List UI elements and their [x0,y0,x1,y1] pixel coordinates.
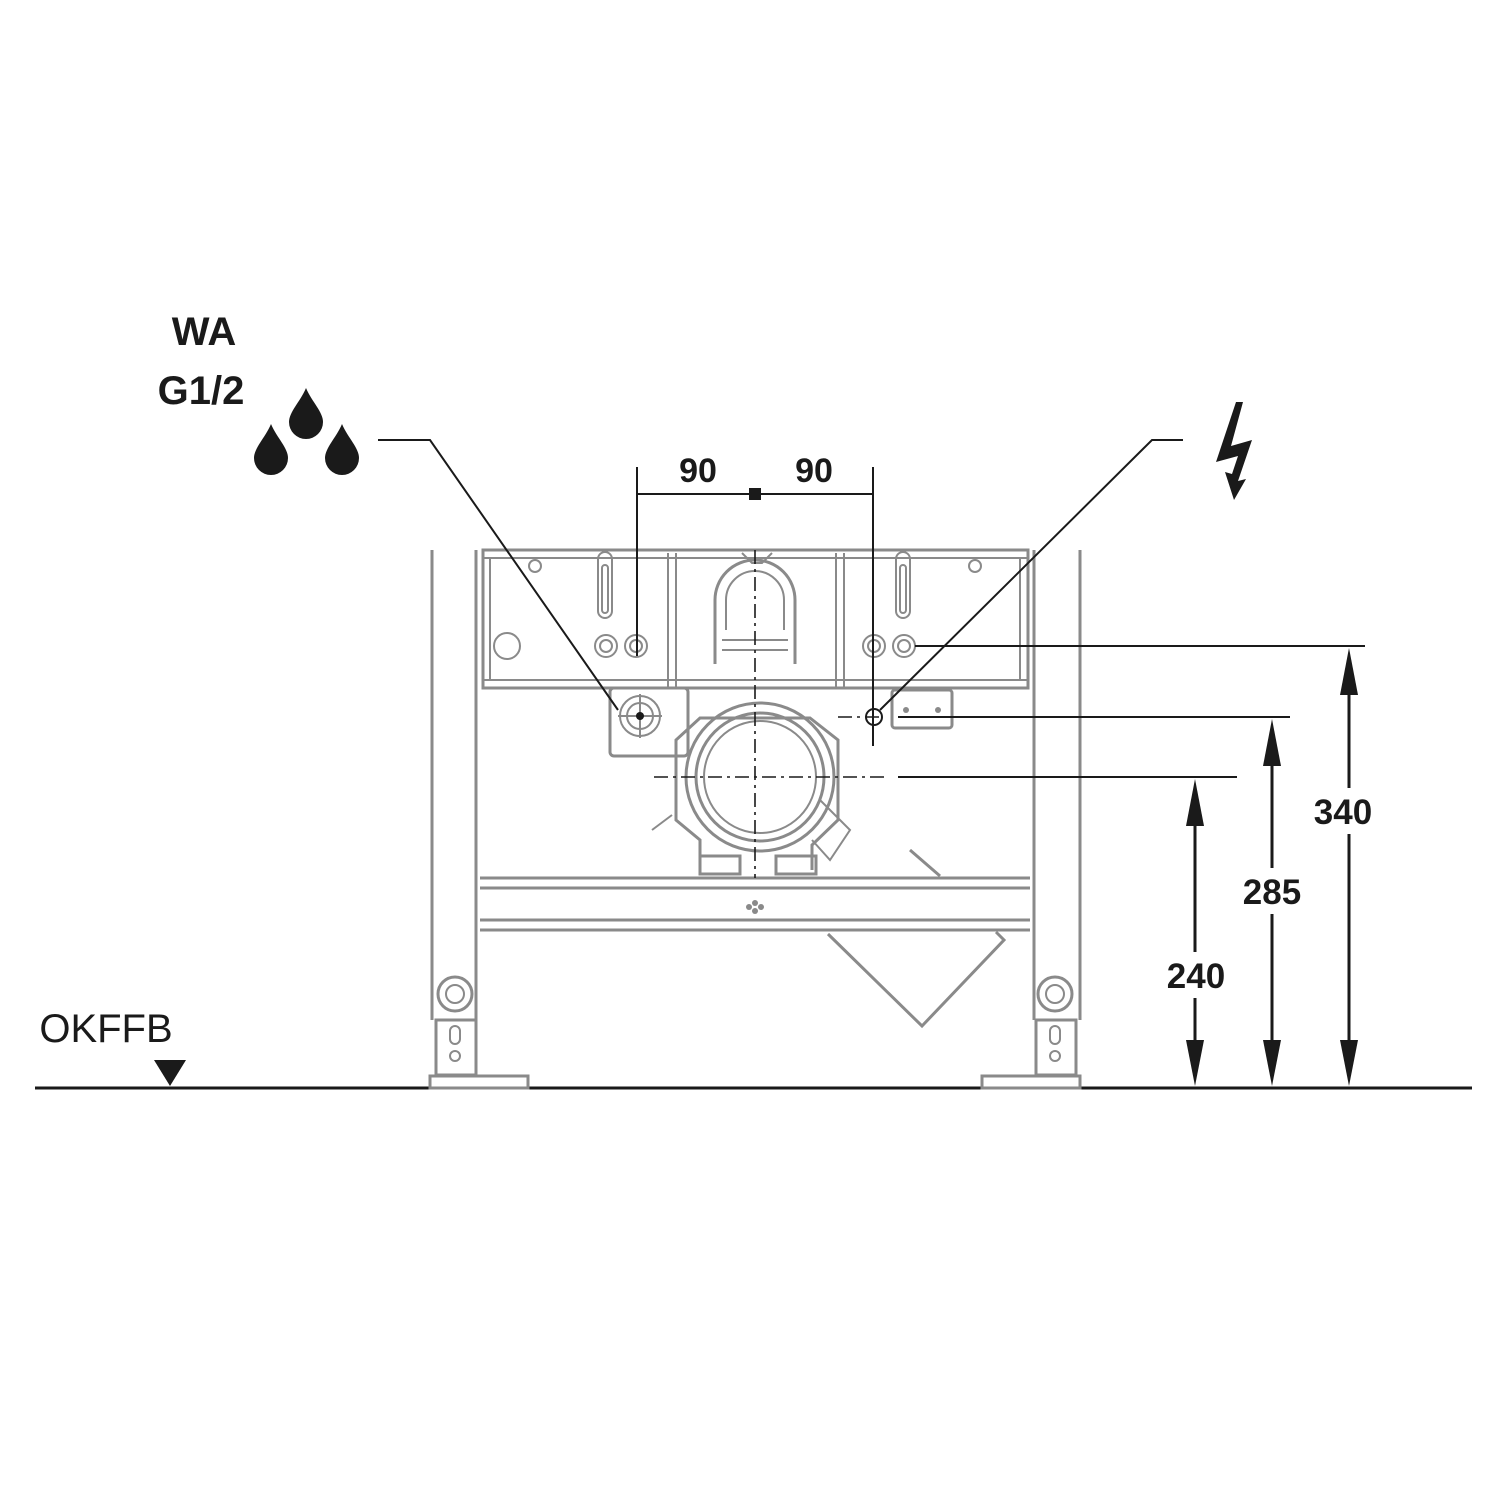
electric-leader-line [879,439,1183,711]
mounting-frame [428,548,1082,1090]
water-connection-label: WA [172,310,236,354]
floor-reference-label: OKFFB [39,1007,172,1051]
drain-height-label: 240 [1167,957,1225,996]
triangle-down-icon [154,1060,186,1086]
lightning-bolt-icon [1216,402,1252,500]
top-height-label: 340 [1314,793,1372,832]
electric-height-label: 285 [1243,873,1301,912]
water-drops-icon [254,388,359,475]
water-leader-line [378,439,619,711]
horizontal-dimension [636,467,874,746]
water-thread-label: G1/2 [158,369,245,413]
height-dimensions [898,645,1365,1086]
left-offset-label: 90 [679,452,717,490]
right-offset-label: 90 [795,452,833,490]
